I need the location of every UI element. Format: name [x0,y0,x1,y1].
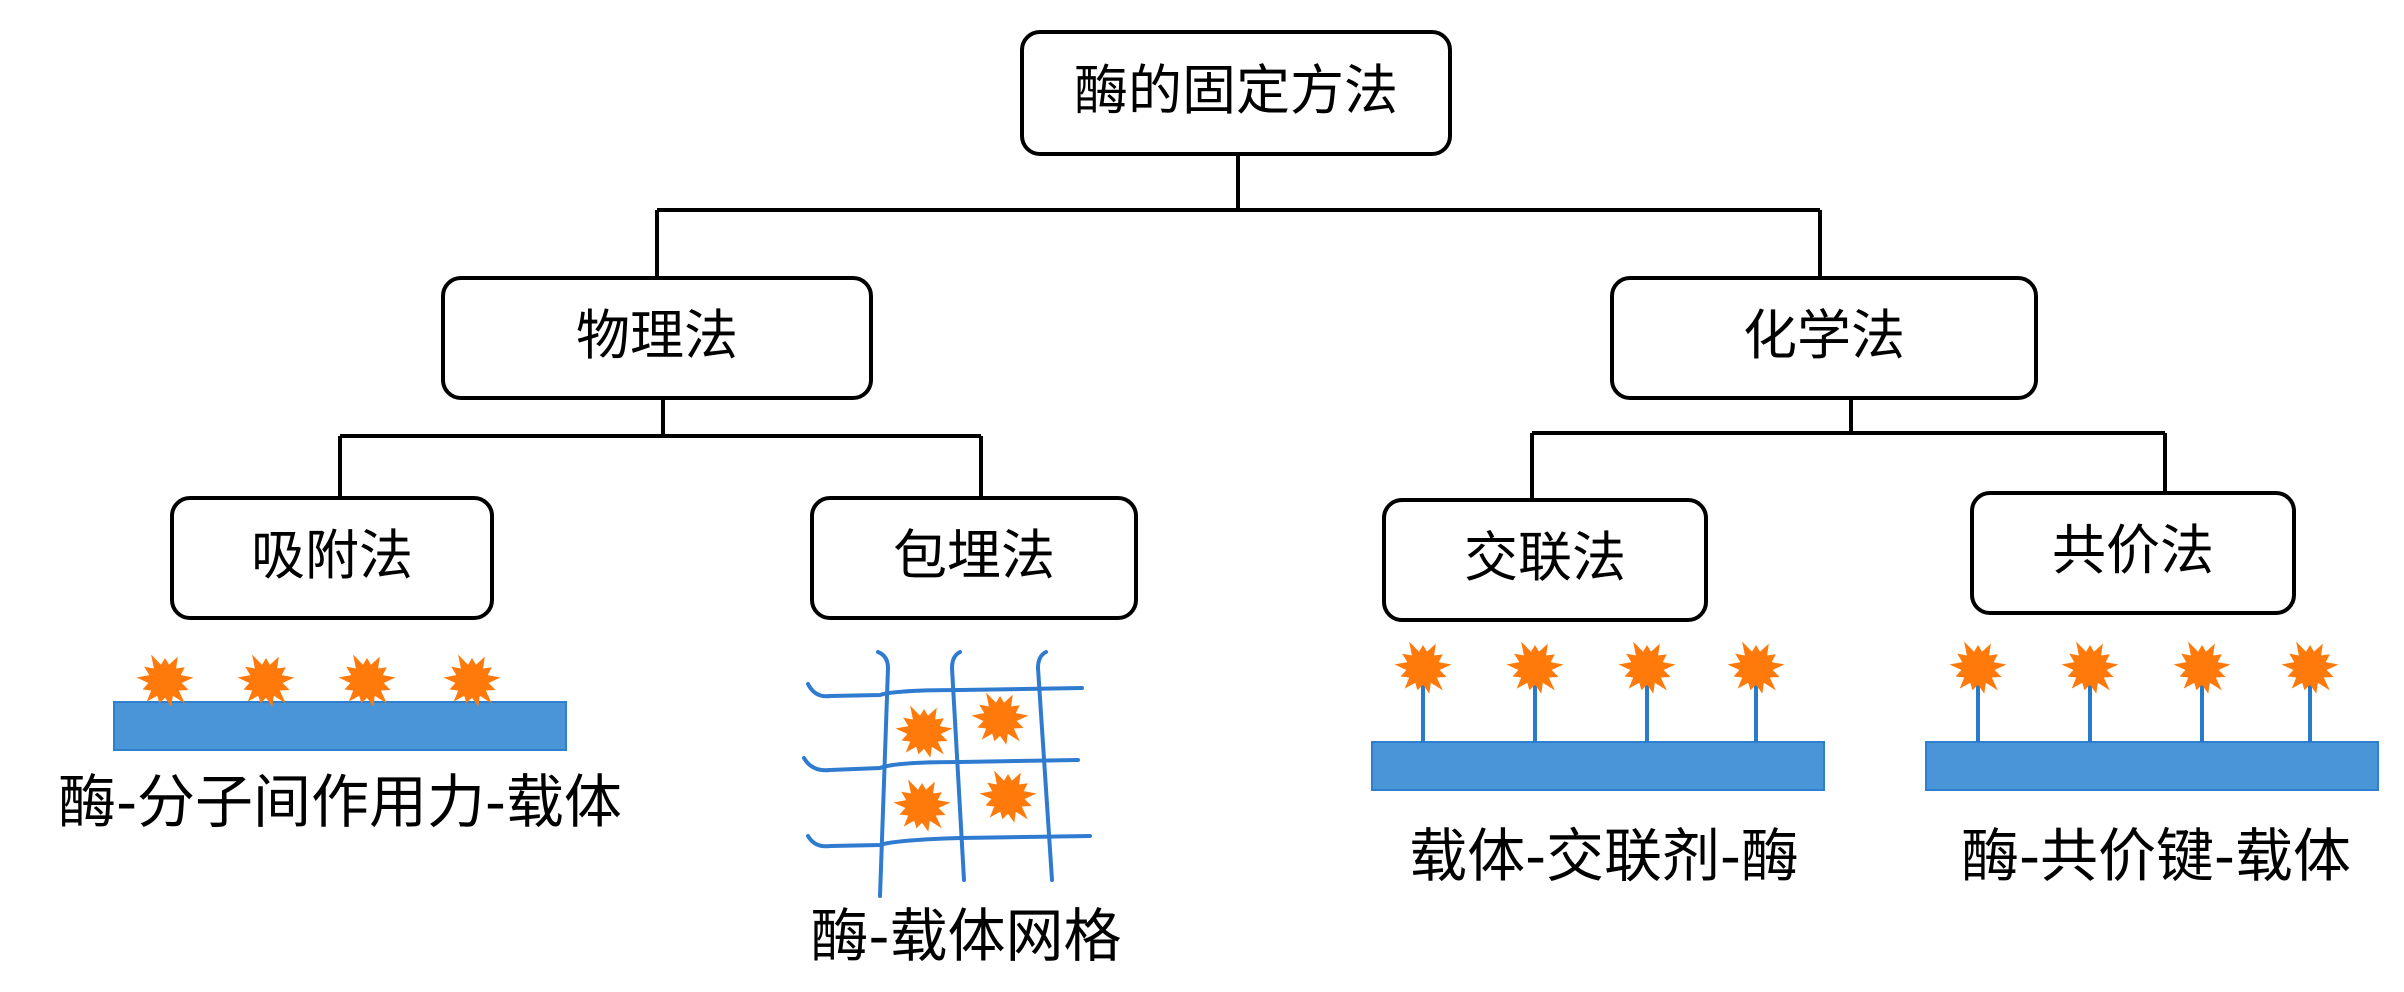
illustration-adsorption [113,654,567,751]
enzyme-starburst-icon [2061,641,2119,694]
enzyme-starburst-icon [1506,641,1564,694]
enzyme-starburst-icon [136,654,194,707]
connector-chemical [1530,398,2167,500]
enzyme-starburst-icon [979,770,1037,823]
method-embedding[interactable]: 包埋法 [810,496,1138,620]
method-adsorption-label: 吸附法 [251,524,413,587]
enzyme-starburst-icon [2173,641,2231,694]
illustration-covalent [1925,641,2379,791]
carrier-bar [113,701,567,751]
enzyme-starburst-icon [338,654,396,707]
enzyme-starburst-icon [2281,641,2339,694]
connector-root [655,155,1822,278]
method-crosslinking-label: 交联法 [1464,526,1626,589]
carrier-bar [1371,741,1825,791]
enzyme-starburst-icon [1618,641,1676,694]
caption-crosslinking: 载体-交联剂-酶 [1409,822,1799,890]
method-embedding-label: 包埋法 [893,524,1055,587]
enzyme-starburst-icon [443,654,501,707]
caption-covalent: 酶-共价键-载体 [1961,822,2351,890]
method-covalent-label: 共价法 [2052,519,2214,582]
caption-adsorption: 酶-分子间作用力-载体 [58,768,622,836]
enzyme-starburst-icon [1394,641,1452,694]
method-crosslinking[interactable]: 交联法 [1382,498,1708,622]
caption-embedding: 酶-载体网格 [811,902,1122,970]
enzyme-starburst-icon [895,705,953,758]
category-chemical-label: 化学法 [1743,304,1905,367]
connectors [338,155,2167,500]
enzyme-starburst-icon [1727,641,1785,694]
category-physical-label: 物理法 [576,304,738,367]
root-label: 酶的固定方法 [1074,59,1398,122]
enzyme-starburst-icon [1949,641,2007,694]
category-physical[interactable]: 物理法 [441,276,873,400]
connector-physical [338,398,983,498]
enzyme-starburst-icon [237,654,295,707]
enzyme-starburst-icon [893,779,951,832]
category-chemical[interactable]: 化学法 [1610,276,2038,400]
carrier-bar [1925,741,2379,791]
illustration-embedding [802,650,1092,898]
method-adsorption[interactable]: 吸附法 [170,496,494,620]
illustration-crosslinking [1371,641,1825,791]
enzyme-starburst-icon [971,692,1029,745]
carrier-mesh [802,650,1092,898]
method-covalent[interactable]: 共价法 [1970,491,2296,615]
root-node[interactable]: 酶的固定方法 [1020,30,1452,156]
